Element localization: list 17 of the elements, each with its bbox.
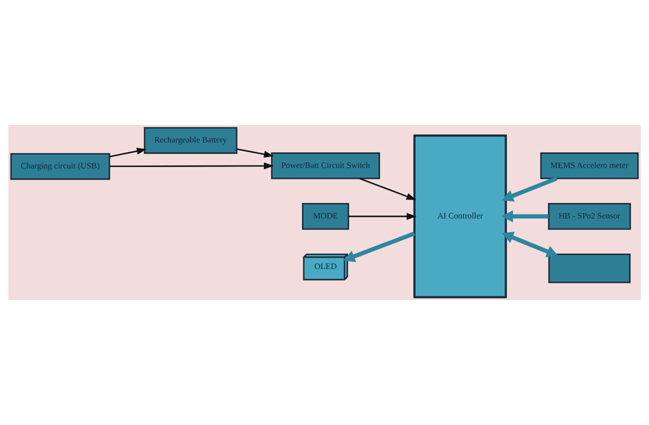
node-box: MEMS Accelero meter xyxy=(540,152,639,180)
node-box: Power/Batt Circuit Switch xyxy=(271,152,380,180)
arrow xyxy=(343,231,416,262)
node-box: Charging circuit (USB) xyxy=(10,153,110,180)
arrow xyxy=(502,176,558,202)
arrow xyxy=(110,162,274,170)
node-box: Rechargeable Battery xyxy=(144,127,238,154)
arrow xyxy=(501,210,549,222)
node-box: MODE xyxy=(302,203,350,230)
node-box: AI Controller xyxy=(413,134,507,298)
arrow xyxy=(348,212,417,220)
arrow xyxy=(236,148,274,158)
arrow xyxy=(360,178,416,200)
node-box xyxy=(548,254,631,284)
arrow xyxy=(109,148,147,158)
node-box: HB - SPo2 Sensor xyxy=(548,203,631,230)
arrow xyxy=(502,232,558,258)
